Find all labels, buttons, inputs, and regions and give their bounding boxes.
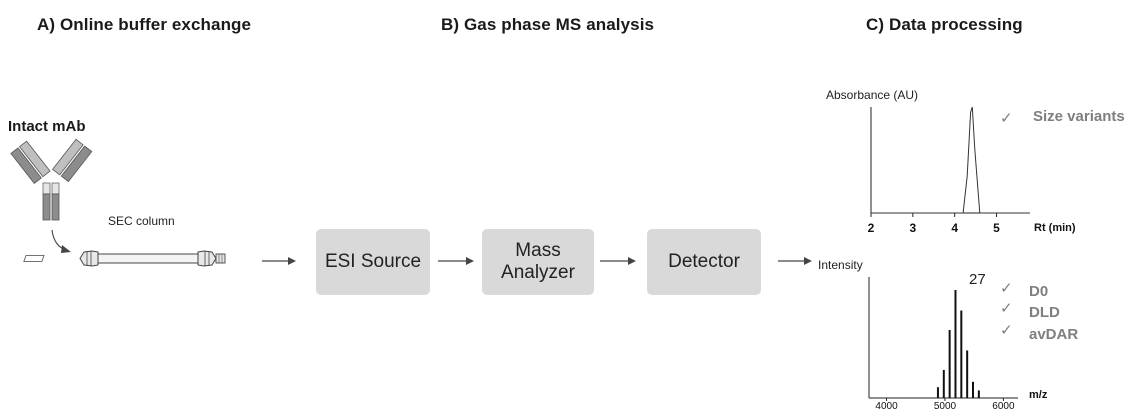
- chart1-tick-label: 5: [993, 221, 1000, 235]
- sec-column-label: SEC column: [108, 214, 175, 228]
- chart1-tick-label: 3: [909, 221, 917, 235]
- annotation-avdar: avDAR: [1029, 326, 1079, 343]
- annotation-size-variants: Size variants: [1033, 108, 1125, 125]
- chart1-tick-label: 2: [867, 221, 875, 235]
- check-icon: ✓: [1000, 110, 1013, 127]
- flow-arrow-icon: [600, 257, 636, 265]
- detector-label: Detector: [668, 251, 740, 272]
- chart1-tick-label: 4: [951, 221, 959, 235]
- check-icon: ✓: [1000, 322, 1013, 339]
- mab-label: Intact mAb: [8, 118, 86, 135]
- chart2-tick-label: 6000: [992, 401, 1015, 412]
- flow-arrow-icon: [262, 257, 296, 265]
- flow-arrow-icon: [778, 257, 812, 265]
- mass-analyzer-label-line1: Mass: [515, 240, 561, 261]
- title-gas-phase-ms-analysis: B) Gas phase MS analysis: [441, 15, 655, 34]
- esi-source-box: ESI Source: [316, 229, 430, 295]
- esi-source-label: ESI Source: [324, 251, 422, 272]
- flow-arrow-icon: [438, 257, 474, 265]
- mass-analyzer-box: Mass Analyzer: [482, 229, 594, 295]
- chart1-series-line: [871, 106, 1030, 214]
- chart2-tick-label: 5000: [933, 401, 957, 412]
- chart2-xlabel: m/z: [1029, 389, 1048, 401]
- title-data-processing: C) Data processing: [866, 15, 1023, 34]
- antibody-icon: [10, 138, 93, 221]
- check-icon: ✓: [1000, 280, 1013, 297]
- chart2-tick-label: 4000: [875, 401, 898, 412]
- check-icon: ✓: [1000, 300, 1013, 317]
- chart1-ylabel: Absorbance (AU): [826, 88, 919, 102]
- detector-box: Detector: [647, 229, 761, 295]
- annotation-d0: D0: [1029, 283, 1049, 300]
- title-online-buffer-exchange: A) Online buffer exchange: [37, 15, 252, 34]
- chart2-ylabel: Intensity: [818, 258, 863, 272]
- chart1-xlabel: Rt (min): [1034, 222, 1076, 234]
- peak-label: 27: [969, 271, 986, 288]
- mass-analyzer-label-line2: Analyzer: [501, 262, 575, 283]
- annotation-dld: DLD: [1029, 304, 1060, 321]
- sec-column-icon: [23, 250, 226, 267]
